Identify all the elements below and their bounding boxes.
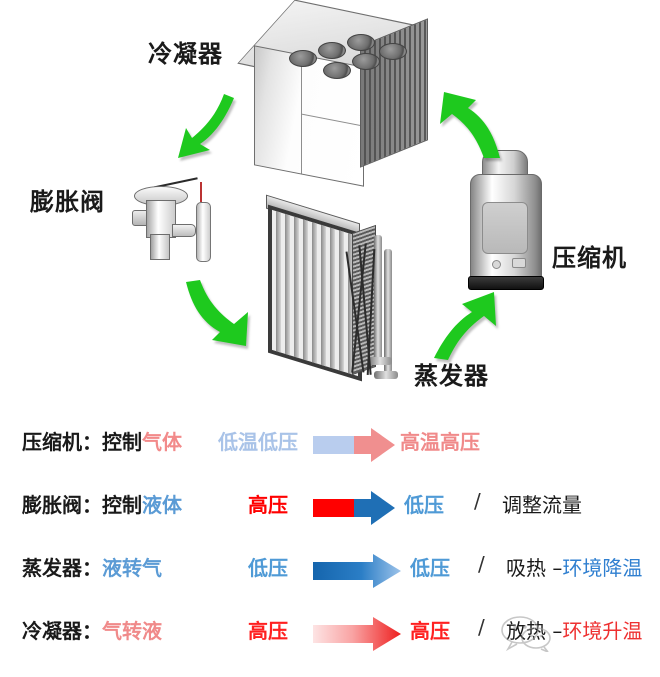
legend-action: 气转液 <box>102 619 162 643</box>
flow-arrow-valve-to-evaporator <box>180 278 256 350</box>
legend-arrow-expansion-valve <box>313 491 395 525</box>
condenser-illustration <box>237 0 436 188</box>
legend-to-state: 低压 <box>410 556 450 580</box>
compressor-port <box>492 260 501 269</box>
legend-note: 吸热 –环境降温 <box>506 552 642 581</box>
evaporator-fin-pack <box>268 204 362 382</box>
flow-arrow-condenser-to-valve <box>166 92 240 164</box>
evaporator-header-tube-1 <box>374 235 382 363</box>
expansion-valve-illustration <box>128 168 228 268</box>
wechat-logo-watermark <box>498 612 554 652</box>
condenser-fan-5 <box>352 53 380 70</box>
legend-separator: / <box>474 489 481 513</box>
condenser-fan-4 <box>323 62 351 79</box>
legend-row-compressor: 压缩机：控制气体 低温低压 高温高压 <box>0 412 660 475</box>
legend-table: 压缩机：控制气体 低温低压 高温高压 膨胀阀：控制液体 高压 <box>0 412 660 664</box>
legend-note: 调整流量 <box>502 489 582 518</box>
legend-term-compressor: 压缩机：控制气体 <box>22 426 182 455</box>
evaporator-header-tube-2 <box>384 249 392 373</box>
flow-arrow-compressor-to-condenser <box>428 88 504 162</box>
valve-inlet <box>150 234 170 260</box>
condenser-fan-2 <box>318 42 346 59</box>
condenser-fan-1 <box>289 50 317 67</box>
legend-colon: ： <box>82 556 102 580</box>
legend-action-prefix: 控制 <box>102 493 142 517</box>
evaporator-outlet-2 <box>374 371 398 379</box>
legend-separator: / <box>478 552 485 576</box>
valve-sensor-line <box>200 182 202 202</box>
legend-colon: ： <box>82 619 102 643</box>
legend-action: 液转气 <box>102 556 162 580</box>
legend-from-state: 高压 <box>248 619 288 643</box>
legend-note-accent: 环境降温 <box>562 556 643 580</box>
legend-term-condenser: 冷凝器：气转液 <box>22 615 162 644</box>
condenser-fan-3 <box>347 34 375 51</box>
legend-to-state: 高温高压 <box>400 430 480 454</box>
legend-term-expansion-valve: 膨胀阀：控制液体 <box>22 489 182 518</box>
valve-outlet <box>172 224 196 237</box>
compressor-illustration <box>466 150 546 290</box>
evaporator-outlet-1 <box>368 357 392 365</box>
legend-action: 气体 <box>142 430 182 454</box>
legend-row-expansion-valve: 膨胀阀：控制液体 高压 低压 / 调整流量 <box>0 475 660 538</box>
legend-note-text: 调整流量 <box>502 493 582 517</box>
legend-row-condenser: 冷凝器：气转液 高压 高压 / 放热 –环境升温 <box>0 601 660 664</box>
label-evaporator: 蒸发器 <box>414 362 489 390</box>
legend-component-name: 蒸发器 <box>22 556 82 580</box>
legend-component-name: 压缩机 <box>22 430 82 454</box>
legend-note-accent: 环境升温 <box>562 619 643 643</box>
flow-arrow-evaporator-to-compressor <box>428 288 502 362</box>
label-condenser: 冷凝器 <box>148 40 223 68</box>
legend-component-name: 冷凝器 <box>22 619 82 643</box>
legend-component-name: 膨胀阀 <box>22 493 82 517</box>
legend-arrow-condenser <box>313 617 401 651</box>
legend-from-state: 低温低压 <box>218 430 298 454</box>
legend-action-prefix: 控制 <box>102 430 142 454</box>
legend-row-evaporator: 蒸发器：液转气 低压 低压 / 吸热 –环境降温 <box>0 538 660 601</box>
legend-colon: ： <box>82 493 102 517</box>
legend-from-state: 低压 <box>248 556 288 580</box>
legend-arrow-evaporator <box>313 554 401 588</box>
valve-sensing-bulb <box>196 202 211 262</box>
legend-note-text: 吸热 – <box>506 556 563 580</box>
legend-colon: ： <box>82 430 102 454</box>
legend-separator: / <box>478 615 485 639</box>
legend-action: 液体 <box>142 493 182 517</box>
compressor-terminal <box>512 258 526 268</box>
label-compressor: 压缩机 <box>552 244 627 272</box>
legend-term-evaporator: 蒸发器：液转气 <box>22 552 162 581</box>
compressor-base <box>468 276 544 290</box>
compressor-nameplate <box>482 202 528 254</box>
evaporator-illustration <box>262 194 402 390</box>
legend-to-state: 低压 <box>404 493 444 517</box>
legend-from-state: 高压 <box>248 493 288 517</box>
legend-arrow-compressor <box>313 428 395 462</box>
label-expansion-valve: 膨胀阀 <box>30 188 105 216</box>
legend-to-state: 高压 <box>410 619 450 643</box>
condenser-fan-6 <box>379 43 407 60</box>
